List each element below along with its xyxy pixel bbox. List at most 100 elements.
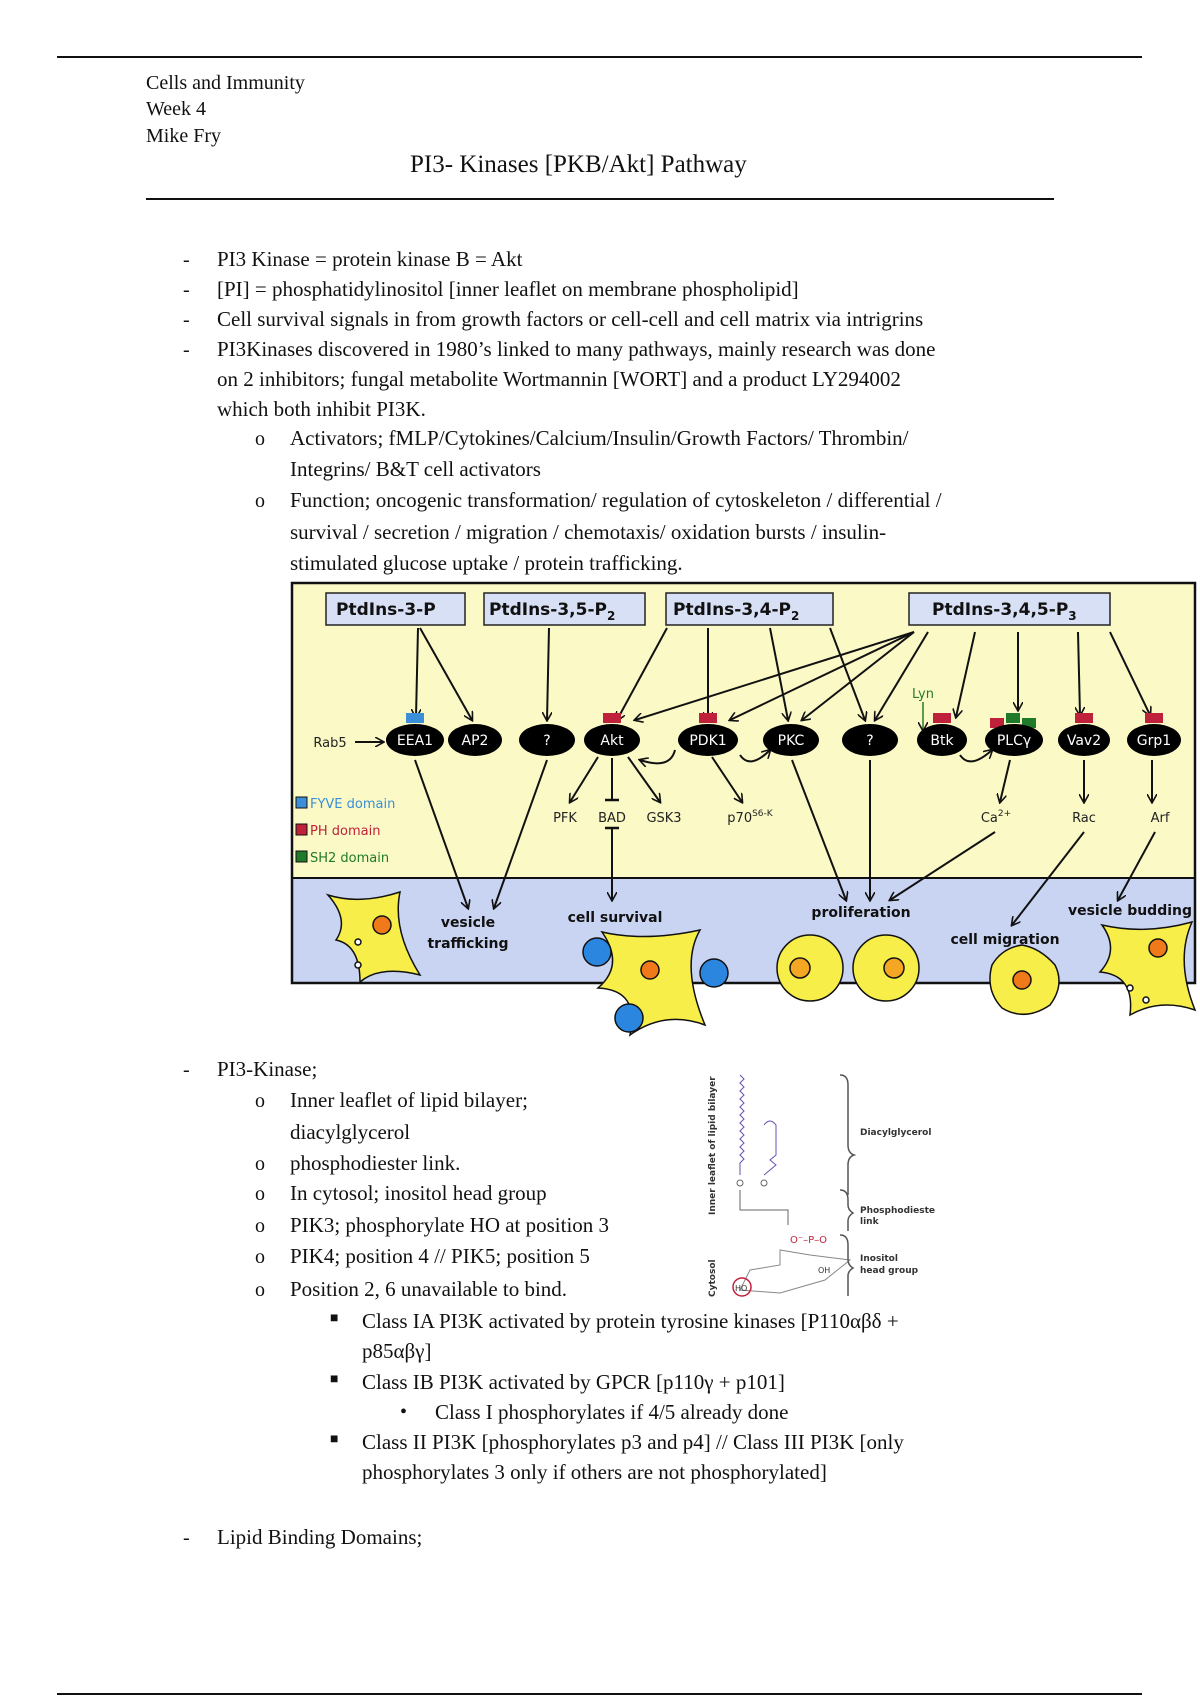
ph-domain-icon <box>1075 713 1093 723</box>
node-unknown: ? <box>842 724 898 756</box>
svg-text:FYVE domain: FYVE domain <box>310 797 395 812</box>
page-title: PI3- Kinases [PKB/Akt] Pathway <box>410 151 747 178</box>
svg-text:link: link <box>860 1217 880 1227</box>
svg-text:head group: head group <box>860 1266 919 1276</box>
node-pkc: PKC <box>763 724 819 756</box>
bullet-text: PI3 Kinase = protein kinase B = Akt <box>217 247 523 271</box>
outcome-vesicle-trafficking: trafficking <box>427 936 508 952</box>
dash-bullet: - <box>183 279 190 301</box>
week: Week 4 <box>146 98 207 120</box>
sub-bullet-text: Integrins/ B&T cell activators <box>290 457 541 481</box>
circle-bullet: o <box>255 1246 265 1268</box>
author: Mike Fry <box>146 125 221 147</box>
node-pdk1: PDK1 <box>678 724 738 756</box>
svg-text:AP2: AP2 <box>462 733 489 749</box>
bullet-text: which both inhibit PI3K. <box>217 397 426 421</box>
outcome-cell-survival: cell survival <box>568 910 663 926</box>
node-ap2: AP2 <box>448 724 502 756</box>
svg-text:Vav2: Vav2 <box>1067 733 1101 749</box>
svg-text:?: ? <box>866 733 873 749</box>
cell-illustration <box>325 890 1197 1037</box>
bullet-text: Cell survival signals in from growth fac… <box>217 307 924 331</box>
cytoplasm-region <box>292 583 1195 878</box>
square-bullet: ■ <box>330 1372 339 1387</box>
svg-text:Phosphodieste: Phosphodieste <box>860 1206 935 1216</box>
target-bad: BAD <box>598 811 626 826</box>
phosphatidylinositol-structure: Inner leaflet of lipid bilayer Cytosol O… <box>708 1074 935 1297</box>
svg-text:Cytosol: Cytosol <box>708 1259 718 1297</box>
svg-text:PtdIns-3,4,5-P3: PtdIns-3,4,5-P3 <box>932 600 1077 623</box>
svg-text:Grp1: Grp1 <box>1137 733 1171 749</box>
top-rule <box>57 56 1142 58</box>
target-arf: Arf <box>1151 811 1170 826</box>
section-heading: PI3-Kinase; <box>217 1057 318 1081</box>
pi3k-pathway-diagram: PtdIns-3-P PtdIns-3,5-P2 PtdIns-3,4-P2 P… <box>290 581 1197 1037</box>
svg-text:Inner leaflet of lipid bilayer: Inner leaflet of lipid bilayer <box>708 1076 718 1215</box>
circle-bullet: o <box>255 490 265 512</box>
sub-bullet-text: Position 2, 6 unavailable to bind. <box>290 1277 568 1301</box>
ph-domain-icon <box>990 718 1004 728</box>
node-plcg: PLCγ <box>985 724 1043 756</box>
svg-text:SH2 domain: SH2 domain <box>310 851 389 866</box>
square-bullet: ■ <box>330 1311 339 1326</box>
svg-text:PtdIns-3-P: PtdIns-3-P <box>336 600 436 620</box>
svg-text:OH: OH <box>818 1266 830 1275</box>
node-akt: Akt <box>584 724 640 756</box>
sh2-domain-icon <box>1022 718 1036 728</box>
class-text: phosphorylates 3 only if others are not … <box>362 1460 827 1484</box>
circle-bullet: o <box>255 428 265 450</box>
svg-text:Inositol: Inositol <box>860 1254 898 1264</box>
fyve-domain-icon <box>406 713 424 723</box>
sub-bullet-text: Inner leaflet of lipid bilayer; <box>290 1088 528 1112</box>
svg-text:Diacylglycerol: Diacylglycerol <box>860 1128 931 1138</box>
node-unknown: ? <box>519 724 575 756</box>
ph-domain-icon <box>603 713 621 723</box>
bottom-rule <box>57 1693 1142 1695</box>
svg-text:PLCγ: PLCγ <box>997 733 1031 749</box>
lipid-box-ptdins-3-p: PtdIns-3-P <box>325 592 466 626</box>
class-text: Class IB PI3K activated by GPCR [p110γ +… <box>362 1370 785 1394</box>
svg-text:PtdIns-3,5-P2: PtdIns-3,5-P2 <box>489 600 615 623</box>
dash-bullet: - <box>183 1527 190 1549</box>
svg-text:Akt: Akt <box>600 733 624 749</box>
sub-bullet-text: Activators; fMLP/Cytokines/Calcium/Insul… <box>290 426 909 450</box>
svg-text:PKC: PKC <box>778 733 805 749</box>
sh2-domain-icon <box>1006 713 1020 723</box>
lipid-box-ptdins-3-5-p2: PtdIns-3,5-P2 <box>483 592 646 626</box>
bullet-text: on 2 inhibitors; fungal metabolite Wortm… <box>217 367 901 391</box>
outcome-cell-migration: cell migration <box>950 932 1059 948</box>
class-text: Class I phosphorylates if 4/5 already do… <box>435 1400 789 1424</box>
circle-bullet: o <box>255 1215 265 1237</box>
lipid-box-ptdins-3-4-5-p3: PtdIns-3,4,5-P3 <box>908 592 1111 626</box>
circle-bullet: o <box>255 1090 265 1112</box>
node-grp1: Grp1 <box>1127 724 1181 756</box>
dash-bullet: - <box>183 1059 190 1081</box>
dash-bullet: - <box>183 339 190 361</box>
bullet-text: [PI] = phosphatidylinositol [inner leafl… <box>217 277 799 301</box>
svg-text:O⁻–P–O: O⁻–P–O <box>790 1235 827 1246</box>
svg-text:PH domain: PH domain <box>310 824 380 839</box>
lipid-box-ptdins-3-4-p2: PtdIns-3,4-P2 <box>665 592 834 626</box>
dash-bullet: - <box>183 309 190 331</box>
bullet-text: PI3Kinases discovered in 1980’s linked t… <box>217 337 936 361</box>
sub-bullet-text: diacylglycerol <box>290 1120 411 1144</box>
node-vav2: Vav2 <box>1058 724 1110 756</box>
target-pfk: PFK <box>553 811 577 826</box>
class-text: Class II PI3K [phosphorylates p3 and p4]… <box>362 1430 904 1454</box>
svg-text:?: ? <box>543 733 550 749</box>
svg-text:PDK1: PDK1 <box>689 733 726 749</box>
dot-bullet: • <box>400 1401 408 1423</box>
title-rule <box>146 198 1054 200</box>
outcome-vesicle-budding: vesicle budding <box>1068 903 1192 919</box>
sub-bullet-text: survival / secretion / migration / chemo… <box>290 520 887 544</box>
sub-bullet-text: In cytosol; inositol head group <box>290 1181 547 1205</box>
target-rac: Rac <box>1072 811 1096 826</box>
outcome-proliferation: proliferation <box>811 905 910 921</box>
svg-text:EEA1: EEA1 <box>397 733 433 749</box>
svg-text:PtdIns-3,4-P2: PtdIns-3,4-P2 <box>673 600 799 623</box>
circle-bullet: o <box>255 1183 265 1205</box>
square-bullet: ■ <box>330 1432 339 1447</box>
sub-bullet-text: PIK4; position 4 // PIK5; position 5 <box>290 1244 590 1268</box>
ph-domain-icon <box>699 713 717 723</box>
outcome-vesicle-trafficking: vesicle <box>441 915 495 931</box>
